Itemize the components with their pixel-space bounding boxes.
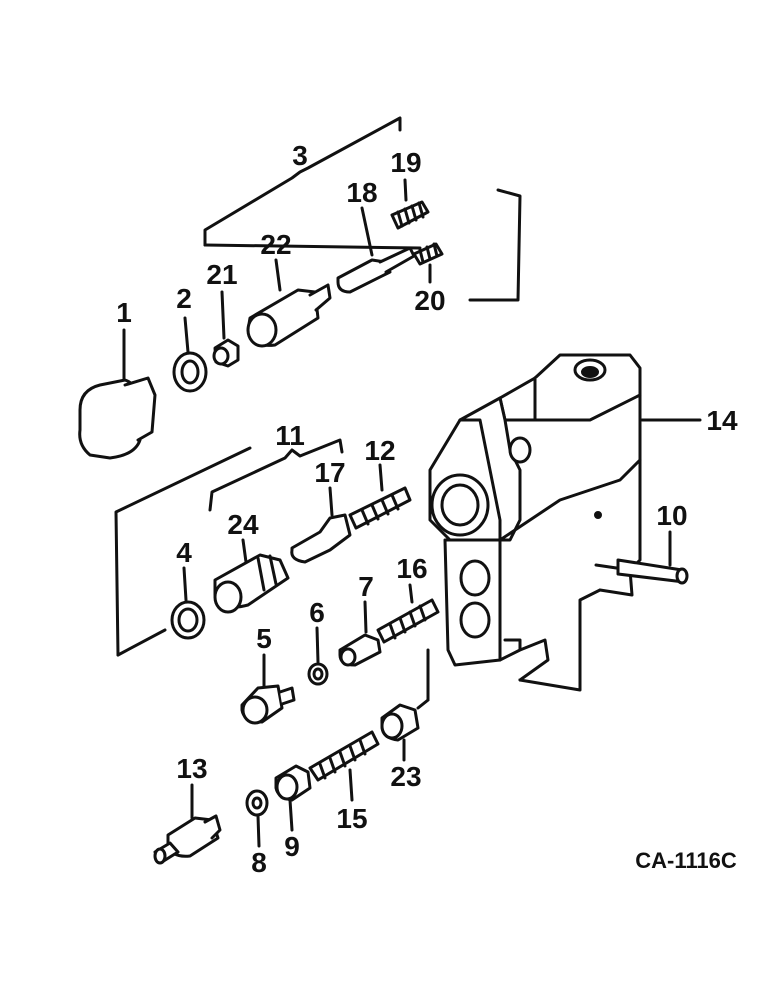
part-18-stem [336, 206, 416, 294]
part-7-plunger [338, 600, 382, 667]
callout-19: 19 [390, 147, 421, 178]
callout-10: 10 [656, 500, 687, 531]
part-17-stem [290, 486, 352, 564]
callout-labels: 1 2 3 4 5 6 7 8 9 10 11 12 13 14 15 16 1… [116, 140, 738, 878]
part-5-fitting [240, 653, 296, 725]
callout-2: 2 [176, 283, 192, 314]
part-8-ring [245, 789, 269, 848]
part-4-o-ring [170, 566, 206, 640]
callout-14: 14 [706, 405, 738, 436]
part-21-seat [212, 290, 240, 368]
callout-5: 5 [256, 623, 272, 654]
callout-23: 23 [390, 761, 421, 792]
part-1-plug [78, 328, 157, 460]
part-9-seat [274, 764, 312, 832]
callout-21: 21 [206, 259, 237, 290]
part-19-spring [390, 178, 430, 230]
callout-13: 13 [176, 753, 207, 784]
part-16-spring [376, 583, 440, 644]
callout-18: 18 [346, 177, 377, 208]
callout-15: 15 [336, 803, 367, 834]
part-12-spring [348, 463, 412, 530]
part-14-valve-body [428, 353, 702, 692]
callout-4: 4 [176, 537, 192, 568]
bracket-assembly-3 [203, 116, 522, 302]
part-13-fitting [153, 783, 222, 865]
part-10-bolt [616, 530, 689, 585]
callout-1: 1 [116, 297, 132, 328]
part-2-o-ring [172, 316, 208, 393]
callout-24: 24 [227, 509, 259, 540]
bracket-assembly-11 [114, 438, 344, 657]
callout-7: 7 [358, 571, 374, 602]
callout-17: 17 [314, 457, 345, 488]
callout-16: 16 [396, 553, 427, 584]
callout-11: 11 [275, 420, 305, 451]
callout-12: 12 [364, 435, 395, 466]
part-23-plug [380, 648, 430, 762]
part-24-poppet [213, 538, 290, 614]
part-20-spring [412, 242, 444, 284]
callout-3: 3 [292, 140, 308, 171]
callout-22: 22 [260, 229, 291, 260]
drawing-code: CA-1116C [635, 848, 737, 873]
part-6-ring [307, 626, 329, 686]
callout-9: 9 [284, 831, 300, 862]
callout-8: 8 [251, 847, 267, 878]
callout-6: 6 [309, 597, 325, 628]
part-22-poppet [246, 258, 332, 348]
part-15-spring [308, 730, 380, 802]
callout-20: 20 [414, 285, 445, 316]
